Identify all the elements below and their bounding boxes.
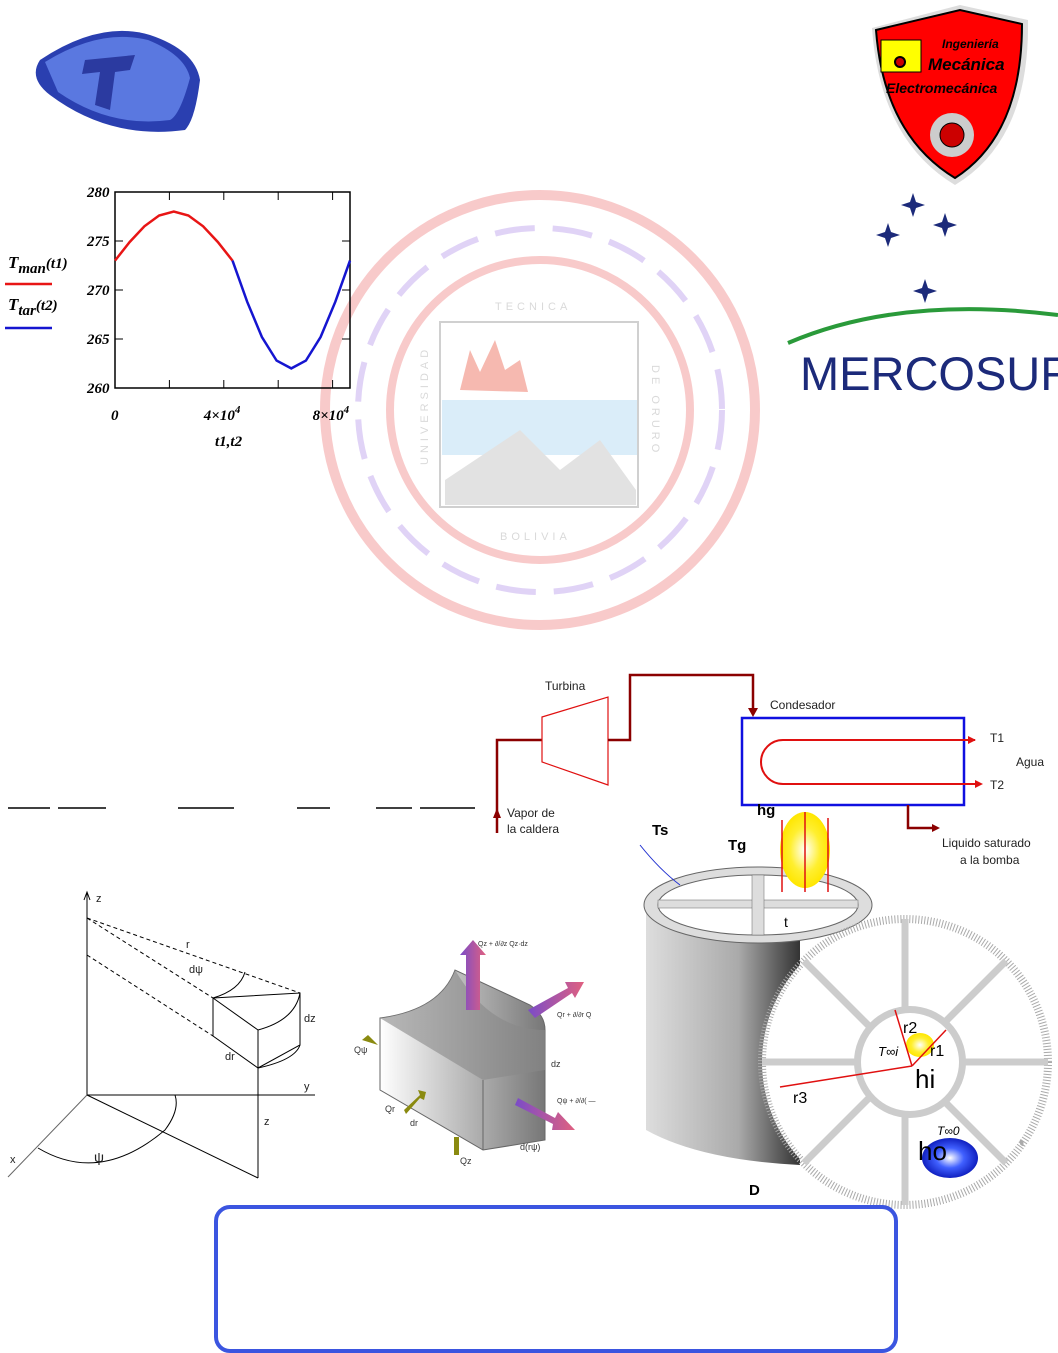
label-r1: r1 [930,1043,944,1060]
label-d: D [749,1182,760,1199]
label-r2: r2 [903,1020,917,1037]
label-ts: Ts [652,822,668,839]
label-z-axis: z [96,893,102,905]
logo-text-electromecanica: Electromecánica [886,80,997,96]
series-line-morning [114,210,234,262]
label-qpsi: Qψ [354,1045,367,1055]
turbine-shape [541,696,609,786]
label-steam: Vapor de [507,806,555,820]
label-y-axis: y [304,1081,310,1093]
label-psi: ψ [94,1149,104,1165]
seal-text-right: DE ORURO [649,365,661,456]
y-tick-label: 265 [86,332,110,348]
label-qr-out: Qr + ∂/∂r Q [557,1012,592,1019]
label-tg: Tg [728,837,746,854]
mechanical-engineering-shield-logo: Ingeniería Mecánica Electromecánica [872,5,1029,185]
x-axis-label: t1,t2 [215,434,243,450]
university-shield-logo [35,30,200,132]
label-ho: ho [918,1136,947,1166]
condenser-shape [740,716,966,807]
x-tick-label: 0 [111,408,119,424]
arrow-qpsi-out [515,1098,575,1130]
y-tick-label: 280 [86,185,110,201]
y-tick-label: 260 [86,381,110,397]
label-hg: hg [757,802,775,819]
arrow-qr-out [528,982,584,1018]
mercosur-text: MERCOSUR [800,347,1058,400]
legend-label-morning: Tman(t1) [8,253,68,277]
label-turbine: Turbina [545,679,586,693]
label-qr: Qr [385,1104,395,1114]
label-t2: T2 [990,778,1004,792]
differential-element-diagram: Qz + ∂/∂z Qz·dz Qr + ∂/∂r Q Qψ + ∂/∂( — … [354,940,596,1166]
label-dr-element: dr [410,1118,418,1128]
label-dpsi: dψ [189,964,203,976]
series-line-afternoon [231,260,352,370]
label-dr: dr [225,1051,235,1063]
label-r: r [186,939,190,951]
label-condenser: Condesador [770,698,835,712]
university-seal-watermark: TECNICA BOLIVIA UNIVERSIDAD DE ORURO [320,190,760,630]
finned-tube-diagram: hg Ts Tg D t r2 r1 r3 hi ho T∞i T∞0 [639,802,1052,1209]
x-tick-label: 4×104 [203,404,241,424]
y-tick-label: 270 [86,283,110,299]
arrow-qz-out [460,940,486,1010]
label-liquid-2: a la bomba [960,853,1020,867]
title-frame-box [214,1205,898,1353]
mercosur-logo: MERCOSUR [787,193,1058,400]
label-dz: dz [304,1013,316,1025]
label-qpsi-out: Qψ + ∂/∂( — [557,1098,596,1105]
label-tinf-i: T∞i [878,1044,899,1059]
label-dz-element: dz [551,1059,561,1069]
star-icons [876,193,957,303]
label-water: Agua [1016,755,1044,769]
label-qz-out: Qz + ∂/∂z Qz·dz [478,941,528,948]
label-qz: Qz [460,1156,472,1166]
temperature-chart: 260 265 270 275 280 0 4×104 8×104 t1,t2 Tman(t… [5,185,352,450]
label-hi: hi [915,1064,935,1094]
label-t1: T1 [990,731,1004,745]
label-x-axis: x [10,1154,16,1166]
label-drpsi: d(rψ) [520,1142,540,1152]
legend: Tman(t1) Ttar(t2) [5,253,68,330]
seal-text-left: UNIVERSIDAD [419,346,431,465]
label-t: t [784,914,788,930]
label-tinf-o: T∞0 [937,1124,960,1138]
label-r3: r3 [793,1090,807,1107]
logo-text-ingenieria: Ingeniería [942,37,999,51]
label-z-height: z [264,1116,270,1128]
y-tick-label: 275 [86,234,110,250]
cylindrical-coordinates-diagram: z r dψ dz dr y z x ψ [7,890,316,1179]
legend-label-afternoon: Ttar(t2) [8,295,58,319]
seal-text-top: TECNICA [495,301,571,313]
label-liquid: Liquido saturado [942,836,1031,850]
seal-text-bottom: BOLIVIA [500,531,571,543]
logo-text-mecanica: Mecánica [928,55,1005,74]
label-steam-2: la caldera [507,822,559,836]
x-tick-label: 8×104 [313,404,350,424]
condenser-cycle-diagram: Turbina Condesador Vapor de la caldera T… [493,673,1044,867]
